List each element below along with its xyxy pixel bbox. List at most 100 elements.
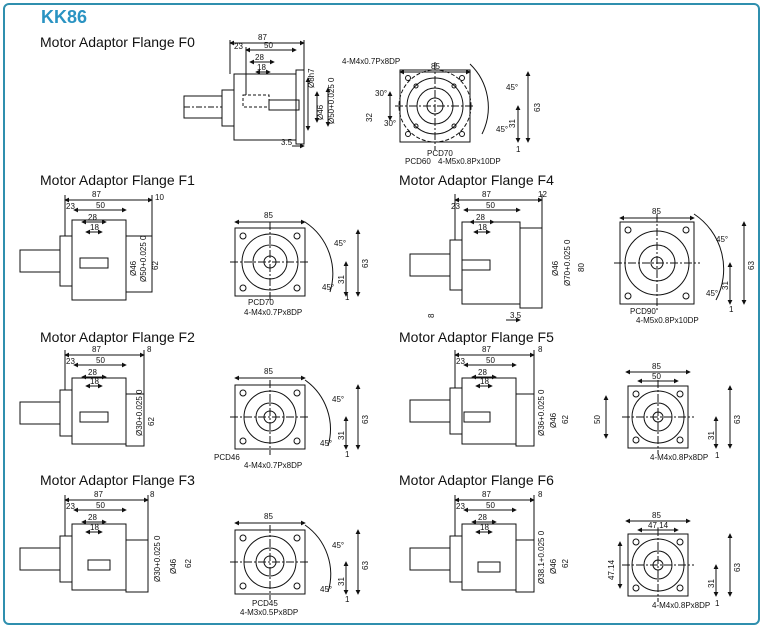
dim-label: 28 (88, 513, 97, 522)
f3-side-view (19, 495, 149, 593)
dim-label: Ø30+0.025 0 (153, 535, 162, 582)
dim-label: PCD46 (214, 453, 240, 462)
f3-front-labels: 85 PCD45 4-M3x0.5Px8DP 45° 45° 31 63 1 (240, 512, 370, 617)
dim-label: 63 (361, 259, 370, 268)
dim-label: Ø50+0.025 0 (139, 235, 148, 282)
dim-label: PCD70 (427, 149, 453, 158)
dim-label: Ø50+0.025 0 (327, 77, 336, 124)
dim-label: Ø70+0.025 0 (563, 239, 572, 286)
dim-label: 45° (716, 235, 728, 244)
dim-label: 31 (707, 431, 716, 440)
dim-label: 63 (361, 561, 370, 570)
dim-label: 85 (652, 362, 661, 371)
dim-label: 18 (480, 377, 489, 386)
f6-side-labels: 87 8 23 50 28 18 Ø38.1+0.025 0 Ø46 62 (456, 490, 570, 584)
f0-front-labels: 4-M4x0.7Px8DP 85 PCD60 PCD70 4-M5x0.8Px1… (342, 57, 542, 166)
dim-label: 4-M4x0.8Px8DP (652, 601, 710, 610)
dim-label: Ø46 (169, 558, 178, 574)
dim-label: PCD70 (248, 298, 274, 307)
f0-side-view (183, 40, 331, 149)
dim-label: Ø46 (551, 260, 560, 276)
dim-label: 1 (345, 293, 350, 302)
dim-label: 45° (496, 125, 508, 134)
dim-label: 23 (456, 502, 465, 511)
f2-front-labels: 85 PCD46 4-M4x0.7Px8DP 45° 45° 31 63 1 (214, 367, 370, 470)
dim-label: 18 (478, 223, 487, 232)
section-title-f3: Motor Adaptor Flange F3 (40, 472, 195, 488)
dim-label: 85 (431, 62, 440, 71)
f1-side-view (19, 195, 153, 301)
f1-front-view (230, 219, 361, 302)
dim-label: 47.14 (607, 559, 616, 580)
dim-label: 80 (577, 263, 586, 272)
f4-front-labels: 85 PCD90 4-M5x0.8Px10DP 45° 45° 31 63 1 (630, 207, 756, 325)
dim-label: 45° (320, 585, 332, 594)
f0-front-holes (405, 75, 465, 137)
dim-label: 50 (96, 356, 105, 365)
dim-label: 63 (361, 415, 370, 424)
dim-label: PCD45 (252, 599, 278, 608)
dim-label: 32 (365, 113, 374, 122)
dim-label: 31 (337, 577, 346, 586)
f2-front-view (230, 375, 361, 455)
f4-side-labels: 87 12 23 50 28 18 Ø46 Ø70+0.025 0 80 8 3… (427, 190, 586, 320)
dim-label: 12 (538, 190, 547, 199)
dim-label: 50 (486, 356, 495, 365)
dim-label: 62 (561, 415, 570, 424)
dim-label: 50 (652, 372, 661, 381)
f3-front-view (230, 520, 361, 600)
dim-label: 1 (729, 305, 734, 314)
dim-label: 62 (561, 559, 570, 568)
dim-label: 8 (147, 345, 152, 354)
dim-label: 28 (476, 213, 485, 222)
dim-label: 1 (345, 595, 350, 604)
dim-label: 87 (94, 490, 103, 499)
section-title-f4: Motor Adaptor Flange F4 (399, 172, 554, 188)
dim-label: 87 (482, 490, 491, 499)
dim-label: 31 (707, 579, 716, 588)
dim-label: PCD60 (405, 157, 431, 166)
dim-label: 63 (733, 563, 742, 572)
dim-label: 18 (90, 223, 99, 232)
f6-front-view (617, 518, 733, 602)
dim-label: 62 (147, 417, 156, 426)
section-title-f5: Motor Adaptor Flange F5 (399, 329, 554, 345)
dim-label: 28 (478, 368, 487, 377)
dim-label: 50 (486, 501, 495, 510)
dim-label: 31 (508, 119, 517, 128)
dim-label: 28 (88, 368, 97, 377)
dim-label: 3.5 (281, 138, 293, 147)
dim-label: 63 (747, 261, 756, 270)
dim-label: 87 (482, 190, 491, 199)
dim-label: 50 (264, 41, 273, 50)
dim-label: 50 (96, 201, 105, 210)
dim-label: 87 (92, 190, 101, 199)
dim-label: 31 (721, 281, 730, 290)
dim-label: 45° (334, 239, 346, 248)
dim-label: Ø30+0.025 0 (135, 389, 144, 436)
f4-side-view (409, 194, 543, 323)
dim-label: 50 (96, 501, 105, 510)
dim-label: 1 (715, 451, 720, 460)
f3-side-labels: 87 8 23 50 28 18 Ø30+0.025 0 Ø46 62 (66, 490, 193, 582)
f5-side-view (409, 350, 535, 447)
dim-label: 45° (332, 395, 344, 404)
f2-side-view (19, 350, 145, 447)
section-title-f1: Motor Adaptor Flange F1 (40, 172, 195, 188)
dim-label: 18 (90, 523, 99, 532)
dim-label: 4-M4x0.7Px8DP (244, 308, 302, 317)
dim-label: Ø38.1+0.025 0 (537, 530, 546, 584)
f5-front-labels: 85 50 50 4-M4x0.8Px8DP 31 63 1 (593, 362, 742, 462)
dim-label: 4-M3x0.5Px8DP (240, 608, 298, 617)
dim-label: 8 (150, 490, 155, 499)
dim-label: 23 (66, 502, 75, 511)
dim-label: 45° (706, 289, 718, 298)
dim-label: 50 (593, 415, 602, 424)
dim-label: 30° (375, 89, 387, 98)
dim-label: 23 (66, 202, 75, 211)
dim-label: 23 (451, 202, 460, 211)
dim-label: 18 (257, 63, 266, 72)
dim-label: Ø36+0.025 0 (537, 389, 546, 436)
dim-label: 4-M4x0.8Px8DP (650, 453, 708, 462)
dim-label: 45° (322, 283, 334, 292)
